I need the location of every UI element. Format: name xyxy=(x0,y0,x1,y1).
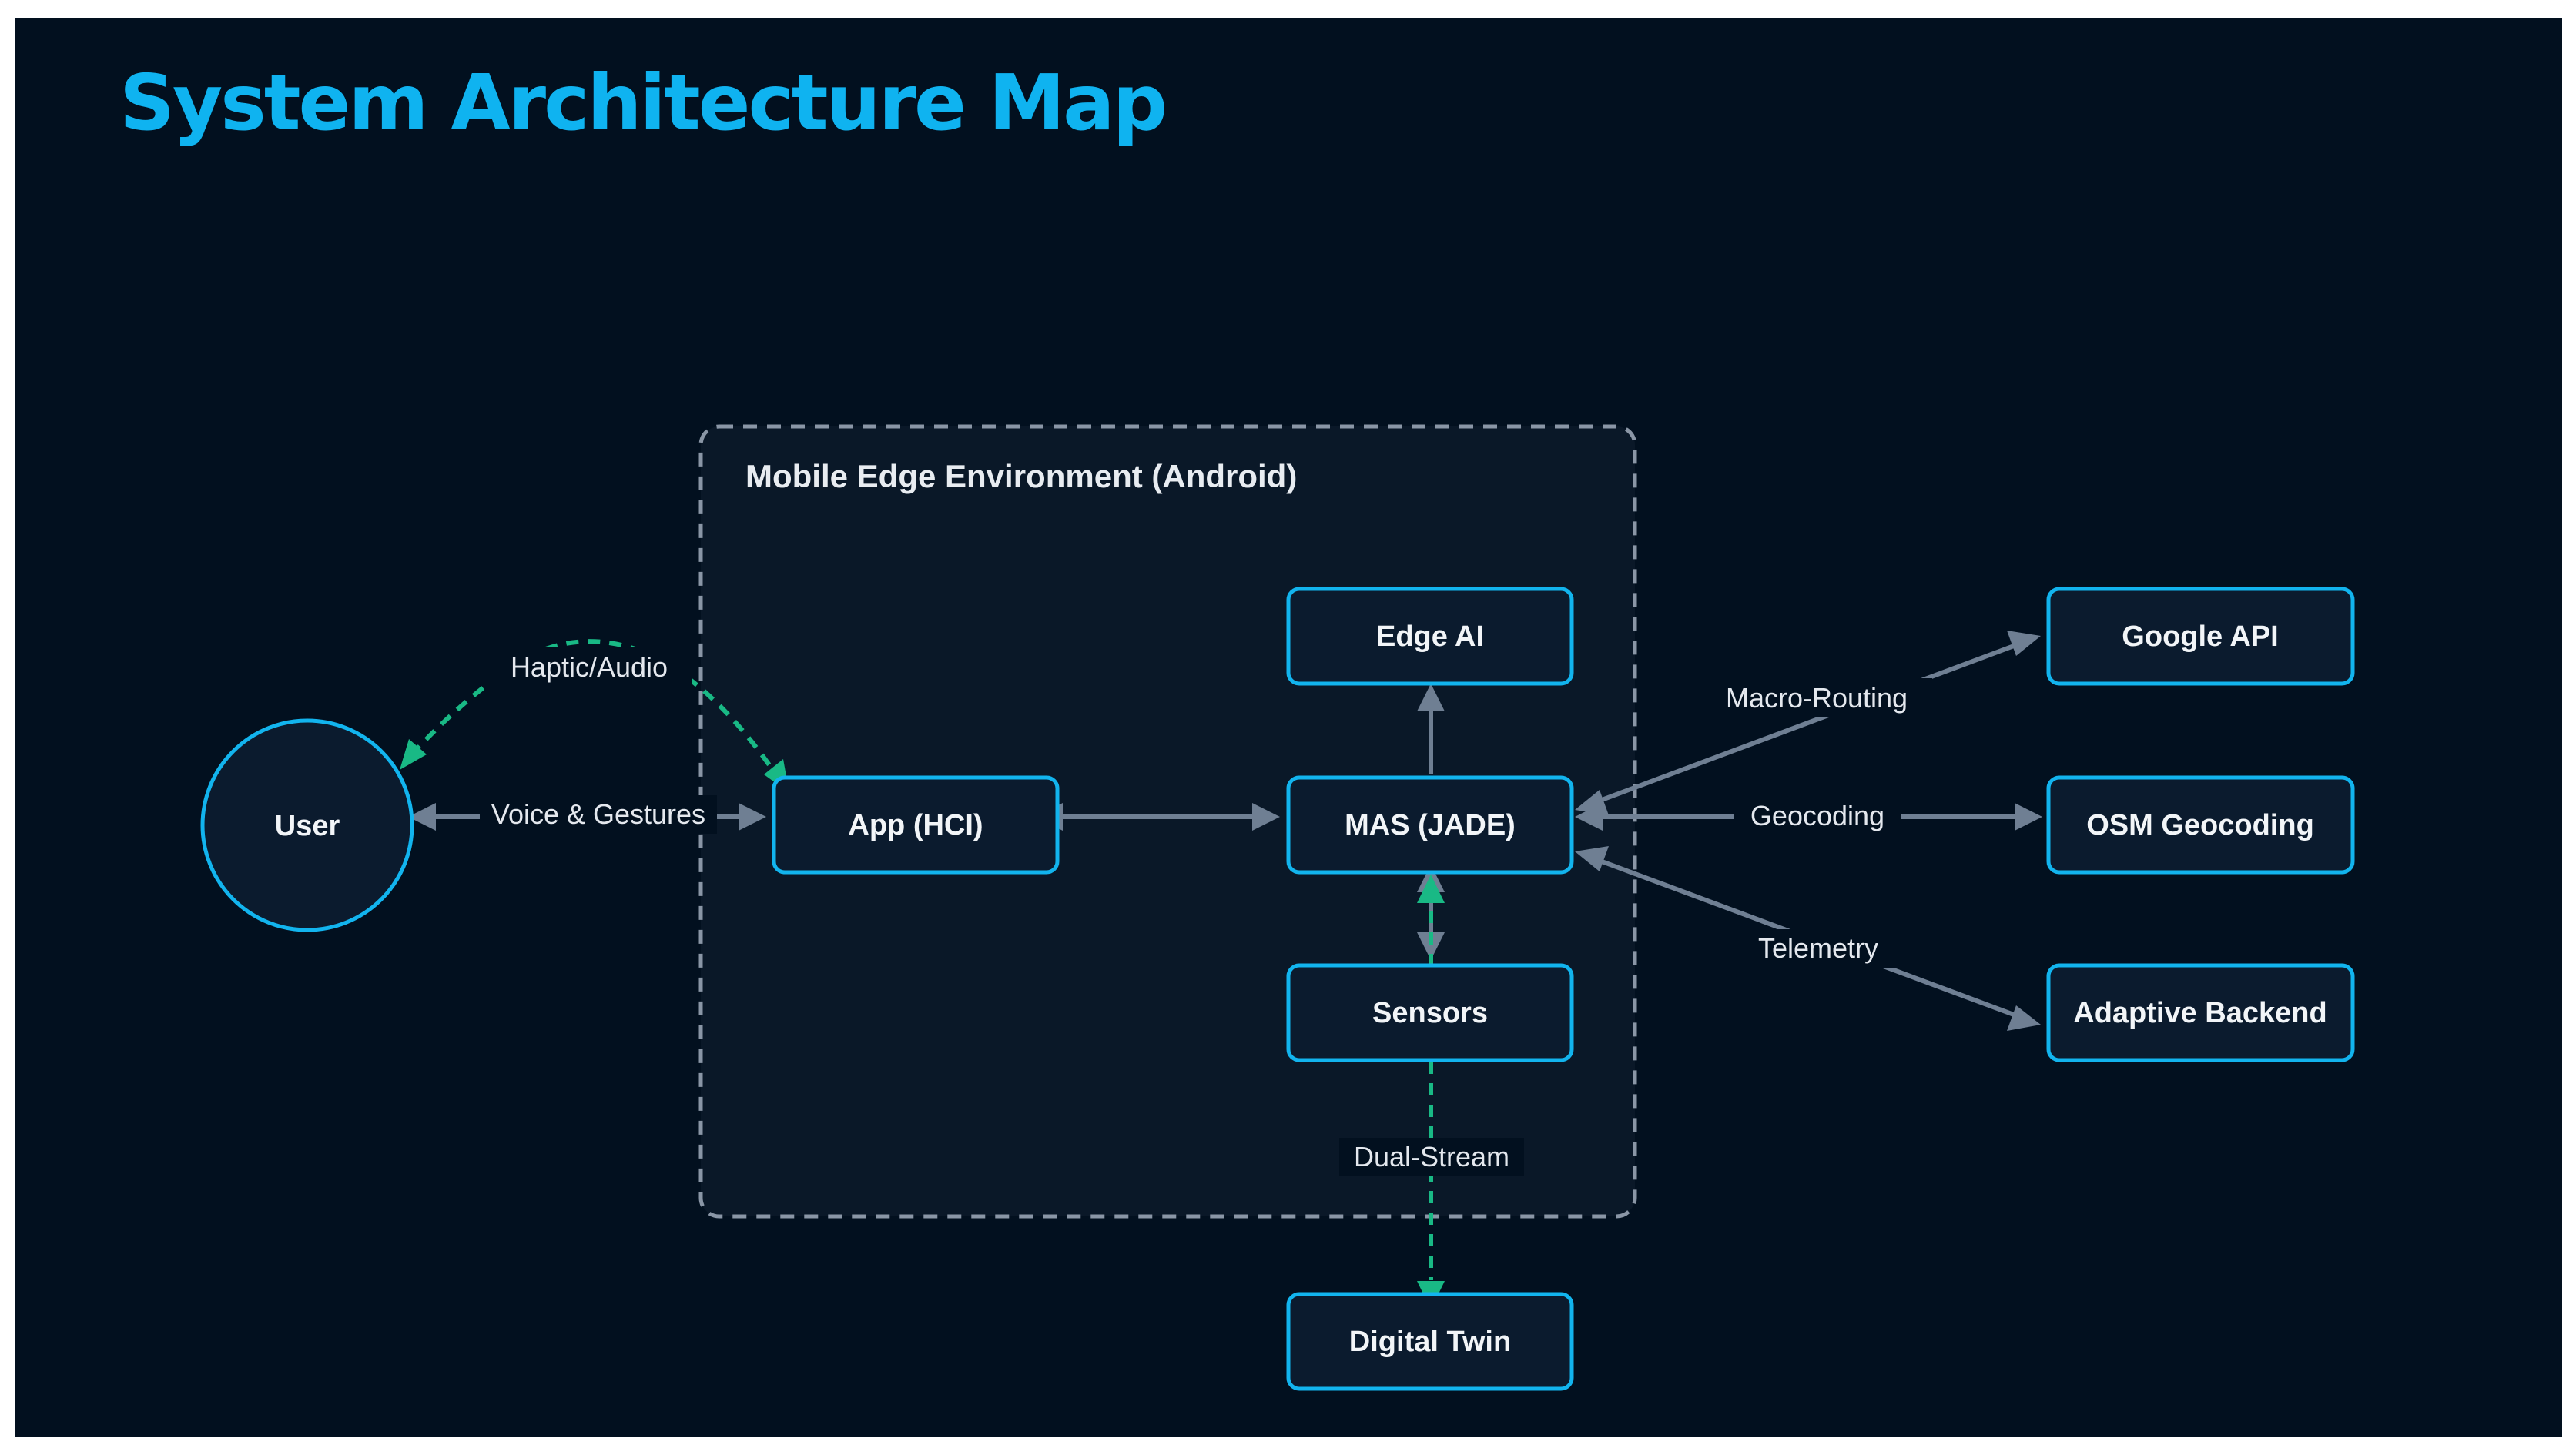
arrowhead-down-icon xyxy=(1417,932,1445,960)
node-mas: MAS (JADE) xyxy=(1286,775,1574,875)
digital-twin-box xyxy=(1286,1292,1574,1391)
digital-twin-label: Digital Twin xyxy=(1349,1326,1511,1358)
edge-mas-edge-ai xyxy=(1417,684,1445,774)
arrowhead-icon xyxy=(2007,1005,2041,1031)
label-background xyxy=(480,795,717,834)
node-adaptive-backend: Adaptive Backend xyxy=(2046,963,2355,1062)
user-circle xyxy=(200,718,414,932)
arrowhead-icon xyxy=(400,739,427,770)
telemetry-label: Telemetry xyxy=(1758,932,1878,964)
architecture-diagram: Mobile Edge Environment (Android) xyxy=(200,424,2355,1391)
user-label: User xyxy=(275,810,340,842)
arrowhead-left-icon xyxy=(408,803,436,831)
sensors-box xyxy=(1286,963,1574,1062)
label-background xyxy=(1339,1138,1524,1176)
edge-curve xyxy=(409,639,779,778)
arrowhead-up-icon xyxy=(1417,875,1445,903)
arrowhead-icon xyxy=(2007,630,2041,656)
edge-macro-routing xyxy=(1575,630,2041,815)
arrowhead-right-icon xyxy=(739,803,766,831)
arrowhead-icon xyxy=(1575,846,1609,871)
osm-geocoding-label: OSM Geocoding xyxy=(2086,809,2314,841)
adaptive-backend-label: Adaptive Backend xyxy=(2073,997,2326,1029)
geocoding-label: Geocoding xyxy=(1750,800,1884,831)
app-box xyxy=(772,775,1060,875)
sensors-label: Sensors xyxy=(1372,997,1488,1029)
node-user: User xyxy=(200,718,414,932)
node-app: App (HCI) xyxy=(772,775,1060,875)
app-label: App (HCI) xyxy=(848,809,983,841)
arrowhead-right-icon xyxy=(2015,803,2042,831)
node-digital-twin: Digital Twin xyxy=(1286,1292,1574,1391)
voice-gestures-label: Voice & Gestures xyxy=(491,798,705,830)
edge-ai-box xyxy=(1286,587,1574,686)
google-api-box xyxy=(2046,587,2355,686)
label-background xyxy=(1701,678,1932,717)
dual-stream-label: Dual-Stream xyxy=(1354,1141,1509,1172)
slide: System Architecture Map Mobile Edge Envi… xyxy=(15,18,2562,1437)
edge-line xyxy=(1588,639,2028,807)
label-background xyxy=(486,647,692,686)
mas-label: MAS (JADE) xyxy=(1345,809,1516,841)
arrowhead-right-icon xyxy=(1252,803,1280,831)
google-api-label: Google API xyxy=(2122,620,2278,653)
environment-label: Mobile Edge Environment (Android) xyxy=(745,458,1297,494)
node-sensors: Sensors xyxy=(1286,963,1574,1062)
node-osm-geocoding: OSM Geocoding xyxy=(2046,775,2355,875)
macro-routing-label: Macro-Routing xyxy=(1726,682,1908,714)
node-google-api: Google API xyxy=(2046,587,2355,686)
haptic-audio-label: Haptic/Audio xyxy=(511,651,668,683)
node-edge-ai: Edge AI xyxy=(1286,587,1574,686)
page-title: System Architecture Map xyxy=(119,58,1167,148)
arrowhead-up-icon xyxy=(1417,684,1445,711)
label-background xyxy=(1734,798,1901,835)
osm-geocoding-box xyxy=(2046,775,2355,875)
arrowhead-left-icon xyxy=(1575,803,1603,831)
mas-box xyxy=(1286,775,1574,875)
edge-ai-label: Edge AI xyxy=(1376,620,1484,653)
label-background xyxy=(1737,929,1900,968)
adaptive-backend-box xyxy=(2046,963,2355,1062)
